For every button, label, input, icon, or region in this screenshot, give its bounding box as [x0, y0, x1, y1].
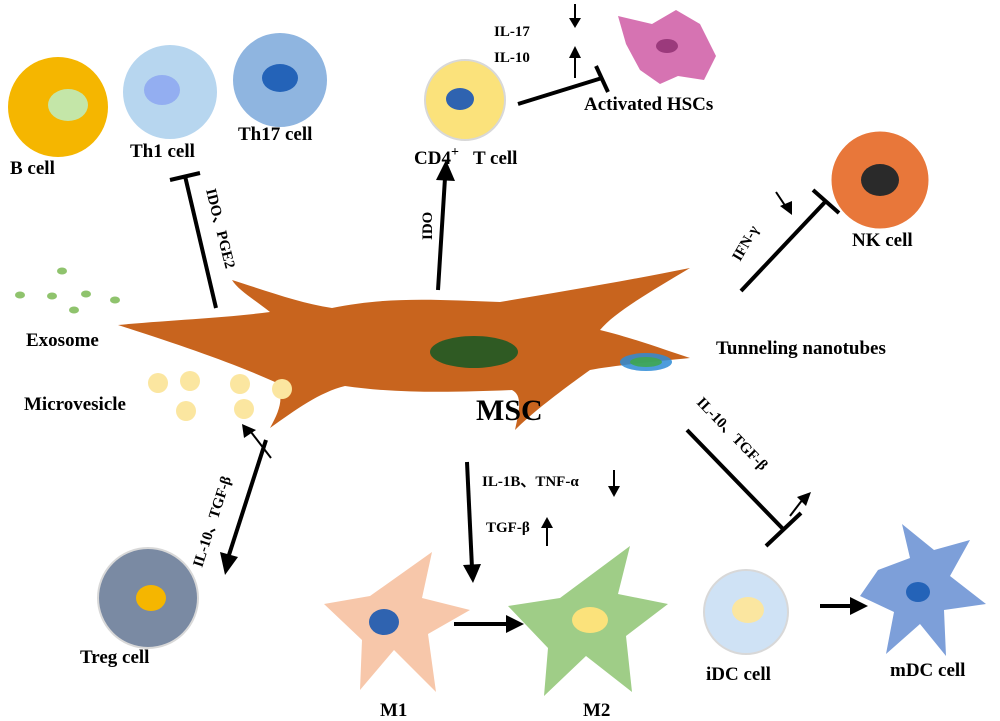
b-cell-label: B cell	[10, 158, 55, 179]
tgf-beta-label: TGF-β	[486, 520, 530, 536]
mdc-cell-label: mDC cell	[890, 660, 965, 681]
m1-macrophage	[324, 552, 470, 692]
ifn-gamma-label: IFN-γ	[730, 223, 763, 264]
cd4-t-cell-nucleus	[446, 88, 474, 110]
th-inhibition-line	[169, 171, 218, 309]
th1-cell-nucleus	[144, 75, 180, 105]
il17-label: IL-17	[494, 24, 530, 40]
th1-cell	[121, 43, 219, 141]
cd4-t-cell-label: CD4+T cell	[414, 145, 517, 169]
nk-cell	[828, 128, 932, 232]
m1-to-m2-arrow	[454, 615, 524, 633]
msc-body	[118, 268, 690, 430]
mdc-cell	[860, 524, 986, 656]
treg-cell	[97, 547, 199, 649]
treg-up-arrow	[242, 424, 272, 459]
nk-cell-nucleus	[861, 164, 899, 196]
il10-label: IL-10	[494, 50, 530, 66]
hsc-nucleus	[656, 39, 678, 53]
tunneling-nanotube-core	[630, 357, 662, 367]
microvesicle-label: Microvesicle	[24, 394, 126, 415]
microvesicle-dots	[148, 371, 292, 421]
msc-cell	[118, 268, 690, 430]
idc-cell-nucleus	[732, 597, 764, 623]
macrophage-arrow	[463, 461, 481, 583]
idc-inhibition-line	[685, 428, 803, 548]
msc-nucleus	[430, 336, 518, 368]
m1-label: M1	[380, 700, 407, 721]
m2-label: M2	[583, 700, 610, 721]
idc-up-arrow	[789, 492, 811, 517]
mdc-nucleus	[906, 582, 930, 602]
th17-cell-label: Th17 cell	[238, 124, 312, 145]
ido-label: IDO	[420, 212, 436, 240]
activated-hsc-cell	[618, 10, 716, 84]
cd4-activation-arrow	[436, 160, 455, 291]
ido-pge2-label: IDO、PGE2	[202, 187, 237, 270]
nk-inhibition-line	[739, 188, 841, 293]
hsc-inhibition-line	[517, 65, 610, 106]
idc-to-mdc-arrow	[820, 597, 868, 615]
m2-nucleus	[572, 607, 608, 633]
tunneling-nanotubes-label: Tunneling nanotubes	[716, 338, 886, 359]
il1b-tnfa-down-arrow	[608, 470, 620, 497]
ifn-down-arrow	[775, 191, 792, 215]
idc-cell	[703, 569, 789, 655]
b-cell-nucleus	[48, 89, 88, 121]
exosome-label: Exosome	[26, 330, 99, 351]
msc-label: MSC	[476, 394, 543, 427]
il1b-tnfa-label: IL-1B、TNF-α	[482, 474, 579, 490]
il10-up-arrow	[569, 46, 581, 78]
cd4-t-cell	[424, 59, 506, 141]
th17-cell	[231, 31, 329, 129]
b-cell	[8, 57, 108, 157]
th17-cell-nucleus	[262, 64, 298, 92]
treg-cell-nucleus	[136, 585, 166, 611]
nk-cell-label: NK cell	[852, 230, 913, 251]
m2-macrophage	[508, 546, 668, 696]
activated-hscs-label: Activated HSCs	[584, 94, 713, 115]
idc-cell-label: iDC cell	[706, 664, 771, 685]
tgf-beta-up-arrow	[541, 517, 553, 546]
idc-mediator-label: IL-10、TGF-β	[693, 395, 770, 474]
exosome-dots	[15, 267, 120, 314]
m1-nucleus	[369, 609, 399, 635]
treg-cell-label: Treg cell	[80, 647, 149, 668]
il17-down-arrow	[569, 4, 581, 28]
th1-cell-label: Th1 cell	[130, 141, 195, 162]
treg-arrow	[220, 439, 268, 575]
